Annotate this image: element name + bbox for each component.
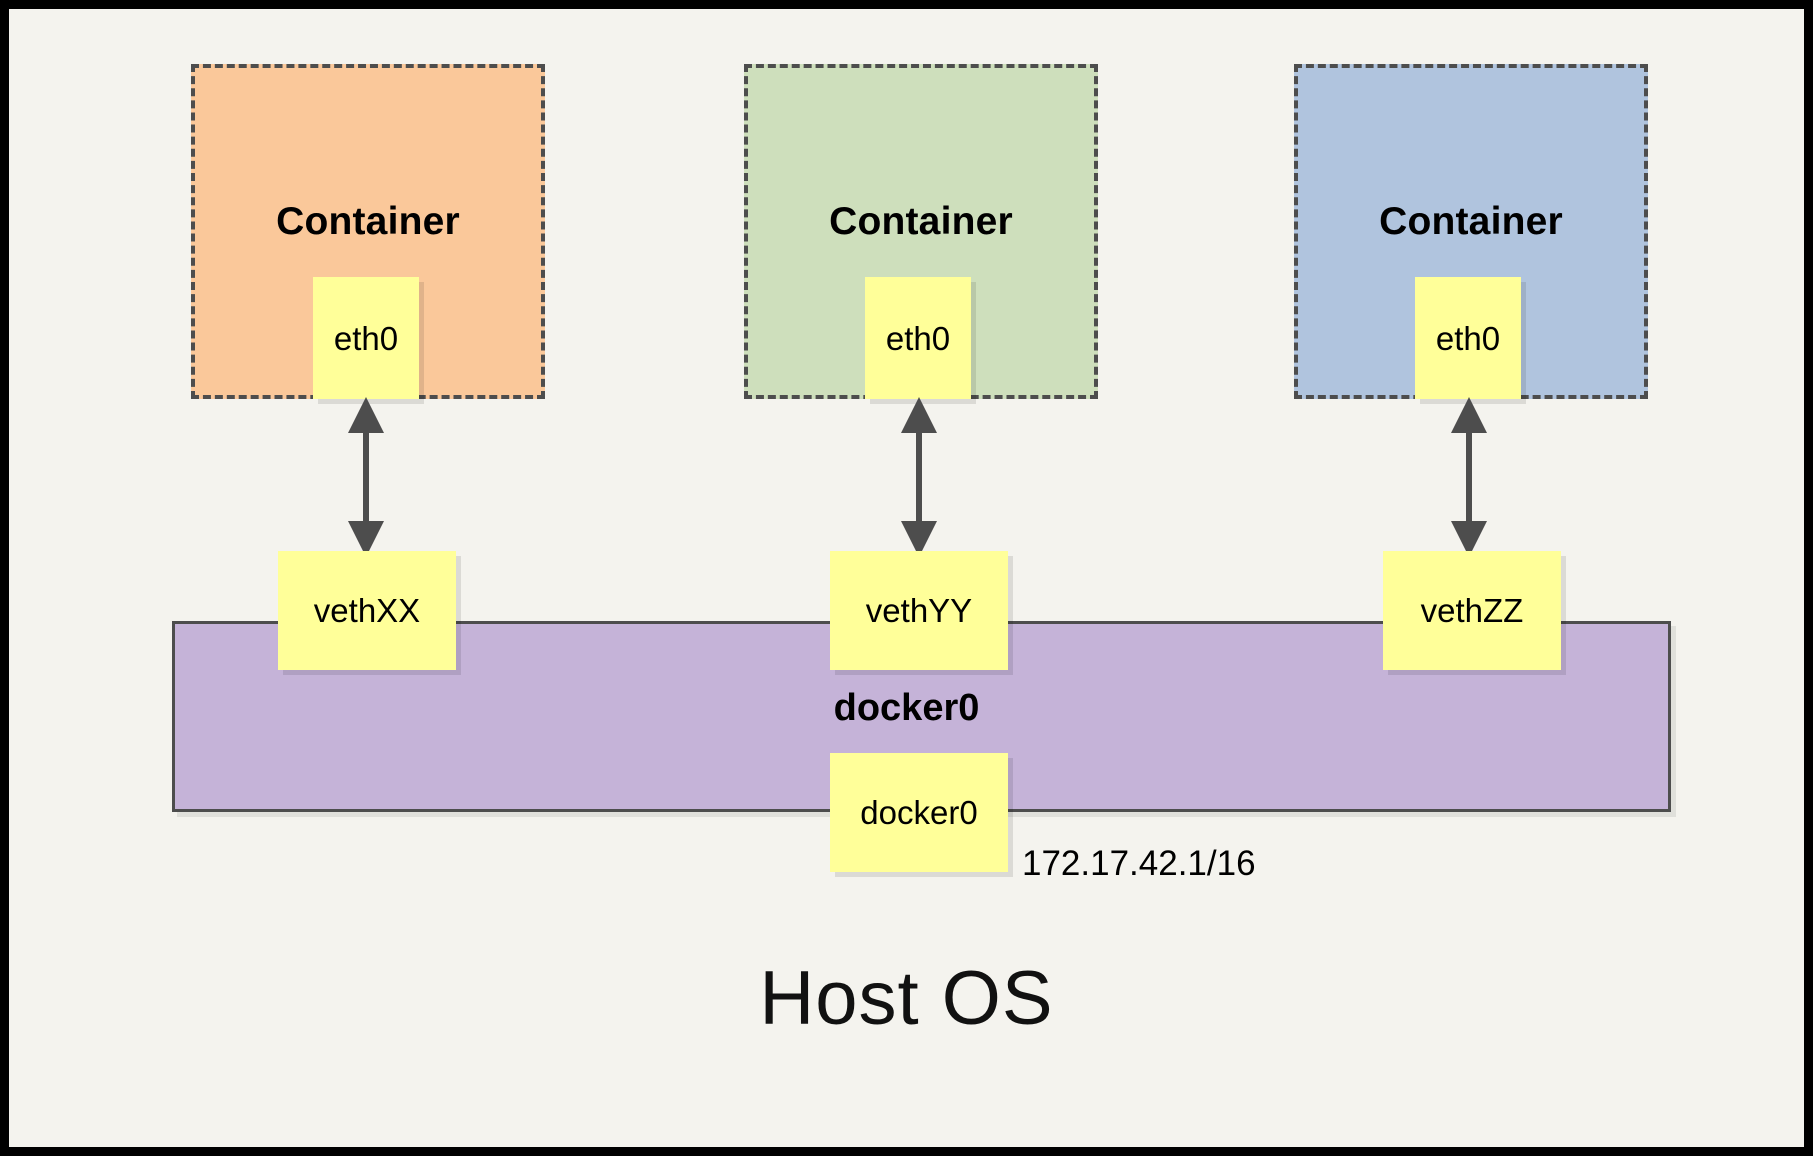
veth-label-2: vethYY xyxy=(865,592,973,629)
veth-box-3[interactable]: vethZZ xyxy=(1383,551,1561,670)
docker0-ip-label: 172.17.42.1/16 xyxy=(1022,844,1256,883)
eth0-label-2: eth0 xyxy=(885,319,951,357)
container-title-3: Container xyxy=(1379,200,1563,243)
docker0-bridge-label: docker0 xyxy=(833,687,980,729)
double-arrow-icon-3 xyxy=(1451,397,1487,557)
veth-label-3: vethZZ xyxy=(1420,592,1524,629)
veth-box-1[interactable]: vethXX xyxy=(278,551,456,670)
double-arrow-icon-2 xyxy=(901,397,937,557)
eth0-box-1[interactable]: eth0 xyxy=(313,277,419,399)
docker0-interface-label: docker0 xyxy=(860,794,978,831)
eth0-box-2[interactable]: eth0 xyxy=(865,277,971,399)
host-os-label: Host OS xyxy=(759,956,1054,1041)
docker0-interface-box[interactable]: docker0 xyxy=(830,753,1008,872)
eth0-box-3[interactable]: eth0 xyxy=(1415,277,1521,399)
eth0-label-3: eth0 xyxy=(1435,319,1501,357)
double-arrow-icon-1 xyxy=(348,397,384,557)
container-title-1: Container xyxy=(276,200,460,243)
container-title-2: Container xyxy=(829,200,1013,243)
veth-box-2[interactable]: vethYY xyxy=(830,551,1008,670)
veth-label-1: vethXX xyxy=(313,592,421,629)
eth0-label-1: eth0 xyxy=(333,319,399,357)
